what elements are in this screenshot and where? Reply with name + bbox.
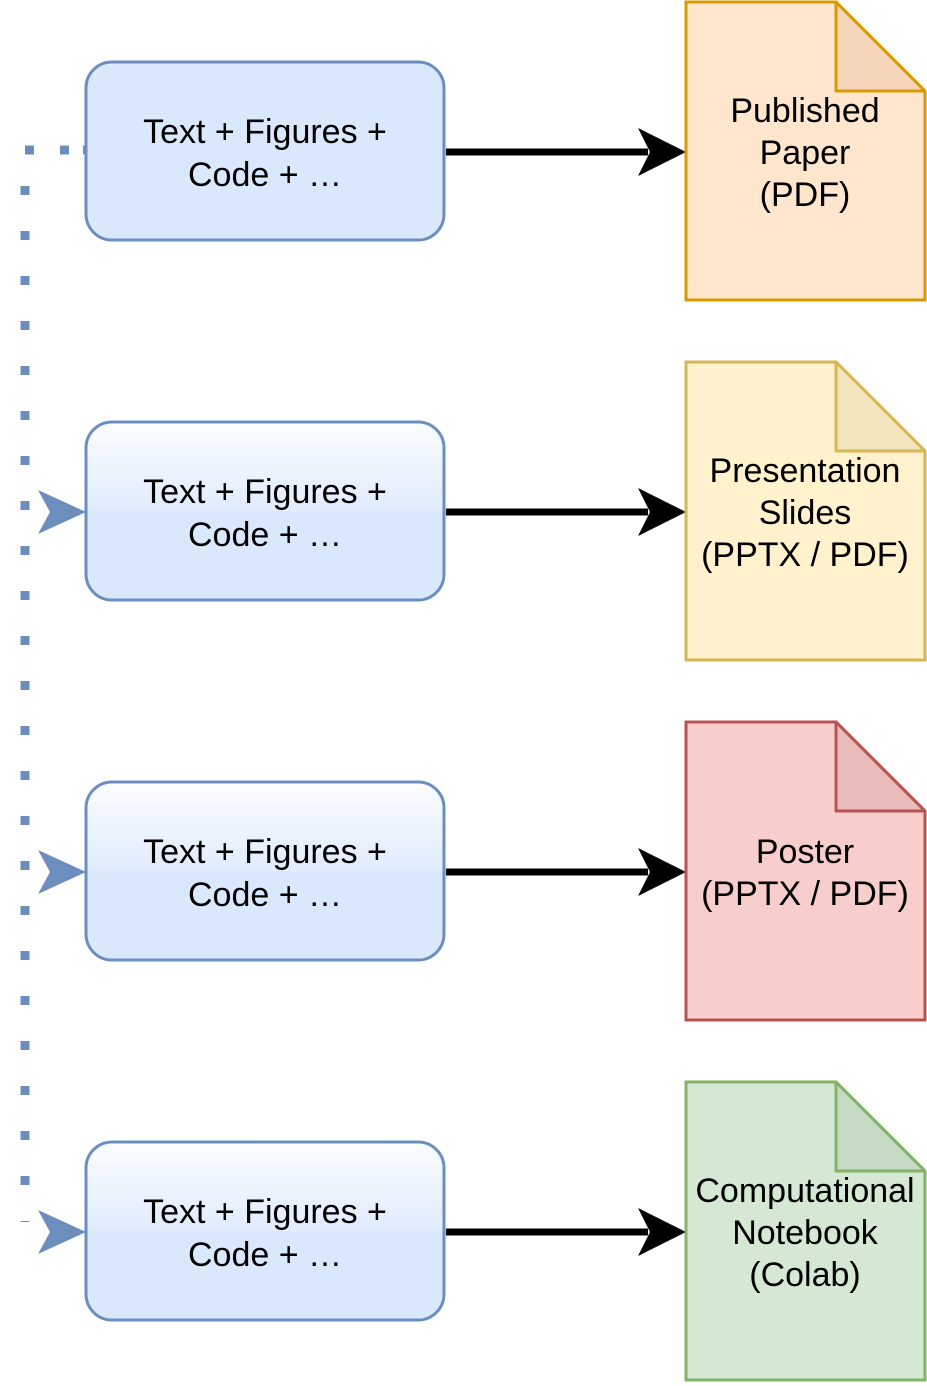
content-box-3-line-1: Text + Figures + xyxy=(143,833,387,871)
output-doc-poster: Poster (PPTX / PDF) xyxy=(684,720,927,1022)
flow-arrow-2 xyxy=(446,488,686,536)
output-3-line-2: (PPTX / PDF) xyxy=(701,875,909,913)
output-doc-published-paper: Published Paper (PDF) xyxy=(684,0,927,302)
output-2-line-1: Presentation xyxy=(710,452,901,490)
content-box-4-line-1: Text + Figures + xyxy=(143,1193,387,1231)
output-doc-computational-notebook: Computational Notebook (Colab) xyxy=(684,1080,927,1382)
content-box-1-line-1: Text + Figures + xyxy=(143,113,387,151)
flow-arrow-3 xyxy=(446,848,686,896)
content-box-2: Text + Figures + Code + … xyxy=(84,420,446,602)
dotted-connector-spine xyxy=(20,145,34,1222)
connector-arrowhead-4 xyxy=(38,1210,86,1254)
output-1-line-1: Published xyxy=(730,92,879,130)
output-1-line-3: (PDF) xyxy=(760,176,851,214)
content-box-3-line-2: Code + … xyxy=(188,876,342,914)
connector-arrowhead-2 xyxy=(38,490,86,534)
output-1-line-2: Paper xyxy=(760,134,851,172)
connector-arrowhead-3 xyxy=(38,850,86,894)
content-box-2-line-1: Text + Figures + xyxy=(143,473,387,511)
content-box-3: Text + Figures + Code + … xyxy=(84,780,446,962)
flow-arrow-4 xyxy=(446,1208,686,1256)
content-box-4-line-2: Code + … xyxy=(188,1236,342,1274)
output-4-line-3: (Colab) xyxy=(749,1256,860,1294)
content-box-1-line-2: Code + … xyxy=(188,156,342,194)
flow-arrow-1 xyxy=(446,128,686,176)
content-box-2-line-2: Code + … xyxy=(188,516,342,554)
output-4-line-2: Notebook xyxy=(732,1214,879,1252)
content-box-1: Text + Figures + Code + … xyxy=(84,60,446,242)
content-box-4: Text + Figures + Code + … xyxy=(84,1140,446,1322)
output-3-line-1: Poster xyxy=(756,833,854,871)
output-doc-presentation-slides: Presentation Slides (PPTX / PDF) xyxy=(684,360,927,662)
output-2-line-2: Slides xyxy=(759,494,852,532)
output-4-line-1: Computational xyxy=(695,1172,914,1210)
output-2-line-3: (PPTX / PDF) xyxy=(701,536,909,574)
